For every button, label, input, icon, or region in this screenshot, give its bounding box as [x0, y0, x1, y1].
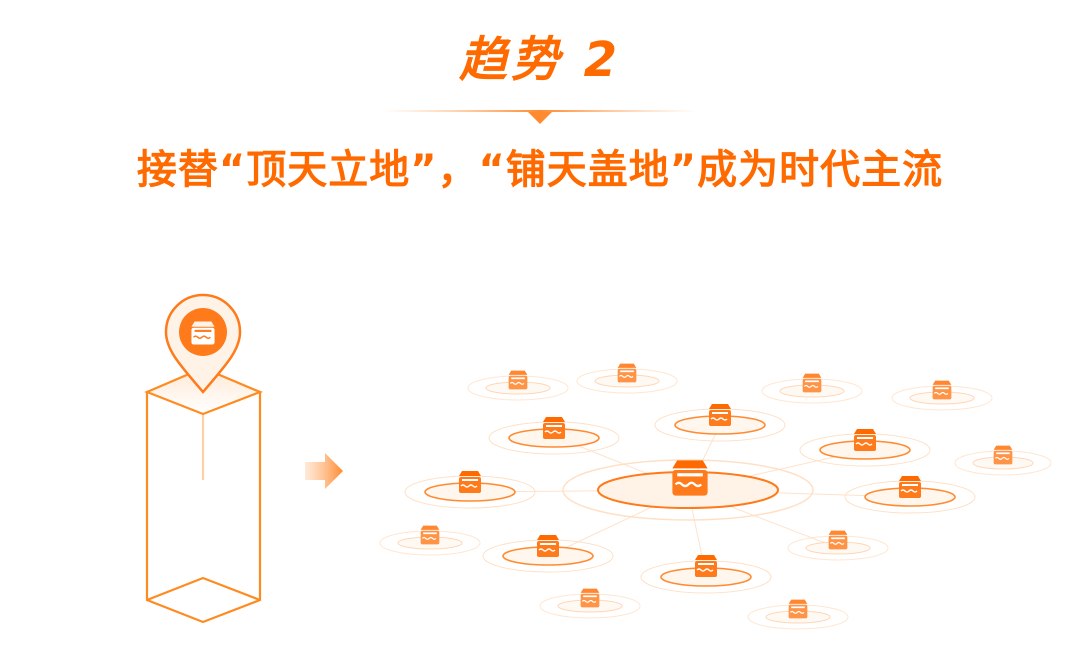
store-node — [576, 363, 678, 394]
divider-chevron-icon — [528, 112, 552, 124]
page-title: 趋势 2 — [458, 32, 622, 88]
store-node — [747, 599, 849, 630]
store-node — [844, 475, 976, 514]
store-node — [891, 380, 993, 411]
store-node — [640, 554, 772, 594]
store-node — [467, 370, 569, 401]
store-node — [799, 428, 931, 467]
store-node — [539, 588, 641, 619]
store-node — [488, 416, 620, 455]
store-node — [761, 373, 863, 404]
store-node — [379, 525, 481, 556]
map-pin-icon — [164, 293, 242, 394]
title-divider — [380, 110, 700, 124]
store-node — [954, 445, 1052, 476]
store-node — [404, 470, 536, 509]
store-node — [482, 534, 614, 573]
page-subtitle: 接替“顶天立地”，“铺天盖地”成为时代主流 — [136, 147, 944, 193]
tall-building-icon — [144, 366, 263, 624]
central-store — [562, 459, 814, 521]
store-node — [787, 530, 889, 561]
arrow-right-icon — [305, 453, 343, 489]
store-node — [654, 403, 786, 442]
